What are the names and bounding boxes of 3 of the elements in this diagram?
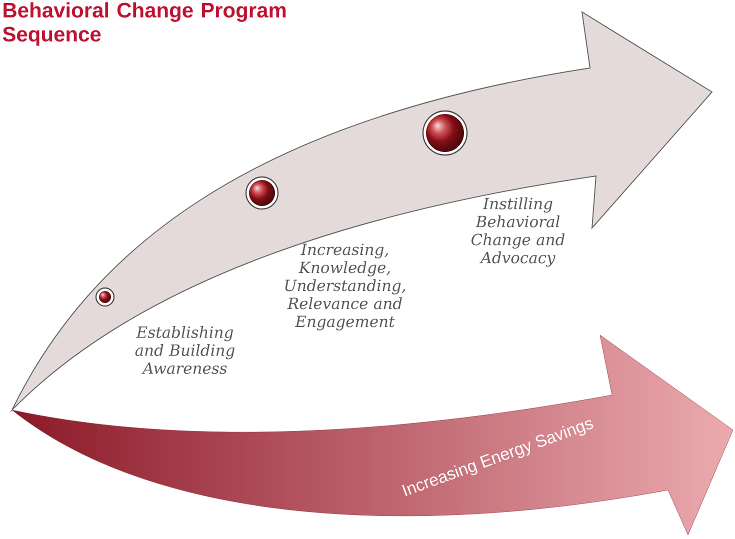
- title: Behavioral Change Program Sequence: [2, 2, 286, 46]
- stage-label: Instilling Behavioral Change and Advocacy: [472, 197, 565, 267]
- stage-label: Increasing, Knowledge, Understanding, Relevance and Engagement: [285, 244, 406, 330]
